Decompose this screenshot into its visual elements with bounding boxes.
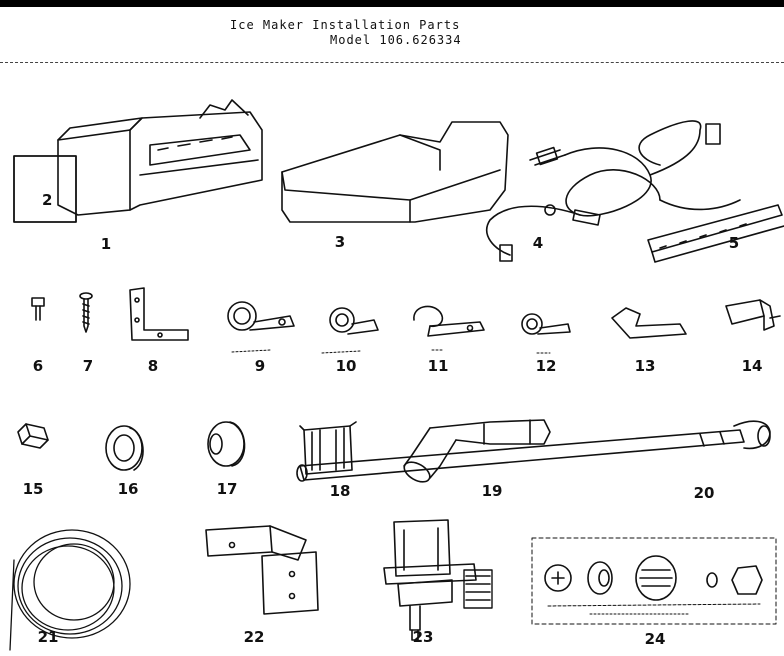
part-label-19: 19 xyxy=(481,482,503,500)
part-label-6: 6 xyxy=(32,357,44,375)
part-label-8: 8 xyxy=(147,357,159,375)
part-label-9: 9 xyxy=(254,357,266,375)
part-label-4: 4 xyxy=(532,234,544,252)
part-label-12: 12 xyxy=(535,357,557,375)
part-label-13: 13 xyxy=(634,357,656,375)
part-19-elbow-tube xyxy=(401,420,550,486)
part-12-clamp xyxy=(522,314,570,353)
part-11-clamp xyxy=(414,306,484,350)
part-4-wire-harness xyxy=(487,121,740,261)
part-2-instruction-card: 2 xyxy=(14,156,76,222)
part-label-3: 3 xyxy=(334,233,346,251)
part-label-10: 10 xyxy=(335,357,357,375)
part-17-grommet xyxy=(208,422,245,466)
diagram-title: Ice Maker Installation Parts xyxy=(230,18,461,32)
part-10-clamp xyxy=(322,308,378,353)
part-9-clamp xyxy=(228,302,294,352)
header-divider xyxy=(0,62,784,63)
part-14-clip xyxy=(726,300,780,330)
part-3-ice-bin xyxy=(282,122,508,222)
part-5-mounting-strip xyxy=(648,205,784,262)
part-label-22: 22 xyxy=(243,628,265,646)
part-1-ice-maker xyxy=(58,100,262,215)
part-24-fittings-kit xyxy=(532,538,776,624)
part-label-14: 14 xyxy=(741,357,763,375)
svg-text:2: 2 xyxy=(42,191,52,209)
part-label-7: 7 xyxy=(82,357,94,375)
part-8-angle-bracket xyxy=(130,288,188,340)
part-18-connector xyxy=(300,422,356,474)
part-label-5: 5 xyxy=(728,234,740,252)
top-border-bar xyxy=(0,0,784,7)
part-label-17: 17 xyxy=(216,480,238,498)
part-16-grommet xyxy=(106,426,143,470)
part-label-23: 23 xyxy=(412,628,434,646)
part-7-wood-screw xyxy=(80,293,92,332)
part-label-11: 11 xyxy=(427,357,449,375)
part-23-water-valve xyxy=(384,520,492,640)
part-15-nut xyxy=(18,424,48,448)
part-6-hex-screw xyxy=(32,298,44,320)
part-label-20: 20 xyxy=(693,484,715,502)
part-label-15: 15 xyxy=(22,480,44,498)
part-21-tubing-coil xyxy=(10,530,130,650)
part-label-1: 1 xyxy=(100,235,112,253)
part-label-21: 21 xyxy=(37,628,59,646)
part-20-fill-tube xyxy=(297,421,770,481)
model-number: Model 106.626334 xyxy=(330,33,462,47)
part-label-18: 18 xyxy=(329,482,351,500)
part-label-24: 24 xyxy=(644,630,666,648)
part-label-16: 16 xyxy=(117,480,139,498)
part-22-mounting-bracket xyxy=(206,526,318,614)
part-13-clip xyxy=(612,308,686,338)
